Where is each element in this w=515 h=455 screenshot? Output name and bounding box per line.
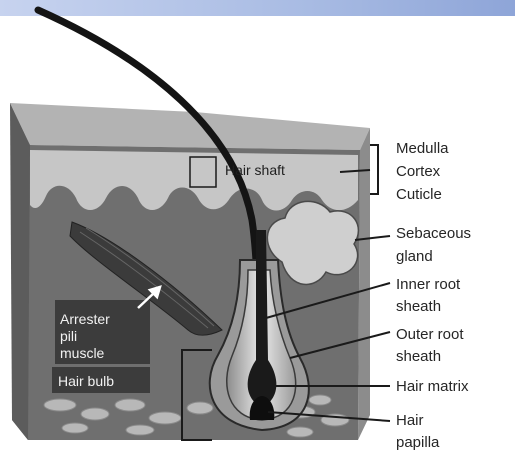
header-band xyxy=(0,0,515,16)
skin-left-edge xyxy=(10,103,30,440)
label-medulla: Medulla xyxy=(396,140,449,157)
label-hair-bulb: Hair bulb xyxy=(58,373,114,389)
label-outer-root-1: Outer root xyxy=(396,326,464,343)
label-cortex: Cortex xyxy=(396,163,441,180)
label-hair-matrix: Hair matrix xyxy=(396,378,469,395)
label-arrector-3: muscle xyxy=(60,345,105,361)
label-outer-root-2: sheath xyxy=(396,348,441,365)
label-cuticle: Cuticle xyxy=(396,186,442,203)
label-hair-shaft: Hair shaft xyxy=(225,162,285,178)
label-inner-root-1: Inner root xyxy=(396,276,461,293)
label-arrector-1: Arrester xyxy=(60,311,110,327)
label-hair-papilla-1: Hair xyxy=(396,412,424,429)
label-sebaceous-1: Sebaceous xyxy=(396,225,471,242)
label-hair-papilla-2: papilla xyxy=(396,434,440,451)
label-arrector-2: pili xyxy=(60,328,77,344)
label-inner-root-2: sheath xyxy=(396,298,441,315)
label-sebaceous-2: gland xyxy=(396,248,433,265)
